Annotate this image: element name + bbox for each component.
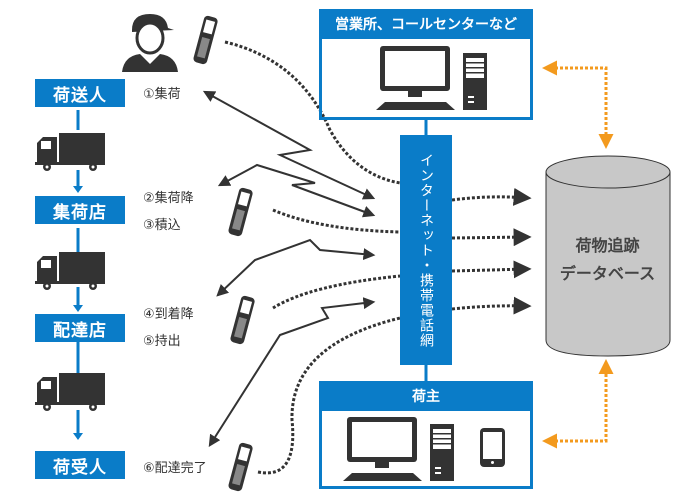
dotted-flow — [272, 208, 401, 234]
database-cylinder-icon — [545, 155, 671, 357]
dotted-flow — [224, 40, 401, 185]
database-label: 荷物追跡 データベース — [545, 232, 670, 288]
step-label: ⑥配達完了 — [143, 461, 207, 476]
data-flows-out — [451, 187, 532, 315]
flow-arrowhead — [73, 186, 83, 193]
shipper-desktop-icon — [343, 417, 454, 481]
step-label: ③積込 — [143, 218, 181, 233]
flow-arrowhead — [73, 305, 83, 312]
office-desktop-icon — [376, 46, 487, 110]
step-label: ①集荷 — [143, 87, 181, 102]
step-label: ⑤持出 — [143, 334, 181, 349]
shipper-panel-title: 荷主 — [322, 384, 530, 411]
database-label-line1: 荷物追跡 — [575, 236, 640, 255]
stage-recipient: 荷受人 — [35, 451, 125, 479]
dotted-flow — [272, 274, 401, 310]
wireless-arrow-4 — [208, 297, 376, 448]
network-label: インターネット・携帯電話網 — [418, 152, 434, 348]
handheld-terminal-icon — [230, 295, 255, 345]
step-label: ④到着降 — [143, 307, 194, 322]
network-bar: インターネット・携帯電話網 — [400, 135, 452, 365]
office-panel-title: 営業所、コールセンターなど — [322, 12, 530, 39]
wireless-arrows — [202, 90, 376, 448]
dotted-flow — [451, 228, 532, 247]
dotted-flow — [451, 296, 532, 315]
courier-person-icon — [122, 14, 178, 72]
stage-delivery-store: 配達店 — [35, 314, 125, 342]
handheld-terminal-icon — [228, 442, 253, 492]
handheld-terminal-icon — [228, 187, 253, 237]
truck-icon — [35, 252, 105, 290]
stage-pickup-store: 集荷店 — [35, 196, 125, 224]
wireless-arrow-2 — [217, 163, 376, 218]
flow-arrowheads — [73, 186, 83, 440]
shipper-panel: 荷主 — [319, 381, 533, 489]
dotted-flow — [451, 187, 532, 206]
dotted-flow — [257, 316, 401, 475]
step-label: ②集荷降 — [143, 191, 194, 206]
database-label-line2: データベース — [559, 264, 656, 283]
office-panel: 営業所、コールセンターなど — [319, 9, 533, 120]
truck-icon — [35, 133, 105, 171]
data-flows-in — [224, 40, 401, 475]
dotted-flow — [451, 260, 532, 279]
smartphone-icon — [480, 428, 505, 467]
truck-icon — [35, 373, 105, 411]
handheld-terminal-icon — [193, 15, 218, 65]
db-sync-links — [542, 60, 614, 449]
flow-arrowhead — [73, 433, 83, 440]
db-shipper-link — [542, 359, 614, 449]
db-office-link — [542, 60, 614, 149]
wireless-arrow-3 — [216, 238, 376, 297]
stage-shipper: 荷送人 — [35, 79, 125, 107]
